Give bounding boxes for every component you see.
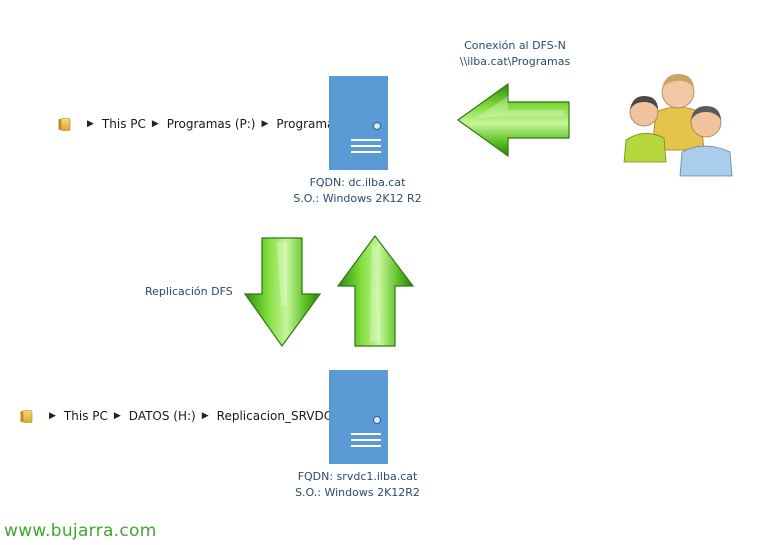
chevron-right-icon: ▶ xyxy=(49,411,56,421)
chevron-right-icon: ▶ xyxy=(87,119,94,129)
chevron-right-icon: ▶ xyxy=(201,411,209,421)
chevron-right-icon: ▶ xyxy=(151,119,159,129)
breadcrumb-item: Programas xyxy=(276,117,341,131)
connection-label: Conexión al DFS-N \\ilba.cat\Programas xyxy=(440,38,590,70)
connection-line2: \\ilba.cat\Programas xyxy=(459,55,571,68)
connection-line1: Conexión al DFS-N xyxy=(464,39,566,52)
server-os: S.O.: Windows 2K12R2 xyxy=(295,486,420,499)
server-os: S.O.: Windows 2K12 R2 xyxy=(293,192,422,205)
bottom-breadcrumb: ▶ This PC ▶ DATOS (H:) ▶ Replicacion_SRV… xyxy=(20,409,340,423)
breadcrumb-item: Replicacion_SRVDC1 xyxy=(216,409,340,423)
breadcrumb-item: DATOS (H:) xyxy=(128,409,196,423)
users-group-icon xyxy=(623,74,733,177)
server-fqdn: FQDN: dc.ilba.cat xyxy=(309,176,406,189)
bottom-server-caption: FQDN: srvdc1.ilba.cat S.O.: Windows 2K12… xyxy=(275,469,440,501)
green-arrow-left-icon xyxy=(456,82,570,158)
top-breadcrumb: ▶ This PC ▶ Programas (P:) ▶ Programas xyxy=(58,117,341,131)
server-fqdn: FQDN: srvdc1.ilba.cat xyxy=(297,470,418,483)
breadcrumb-item: This PC xyxy=(101,117,146,131)
breadcrumb-item: This PC xyxy=(63,409,108,423)
folder-icon xyxy=(58,117,71,131)
top-server-caption: FQDN: dc.ilba.cat S.O.: Windows 2K12 R2 xyxy=(275,175,440,207)
server-icon xyxy=(329,370,388,464)
chevron-right-icon: ▶ xyxy=(261,119,269,129)
breadcrumb-item: Programas (P:) xyxy=(166,117,256,131)
replication-label: Replicación DFS xyxy=(145,285,233,298)
chevron-right-icon: ▶ xyxy=(113,411,121,421)
folder-icon xyxy=(20,409,33,423)
green-arrow-down-icon xyxy=(243,237,322,348)
website-watermark: www.bujarra.com xyxy=(4,521,157,541)
server-icon xyxy=(329,76,388,170)
green-arrow-up-icon xyxy=(336,234,415,347)
